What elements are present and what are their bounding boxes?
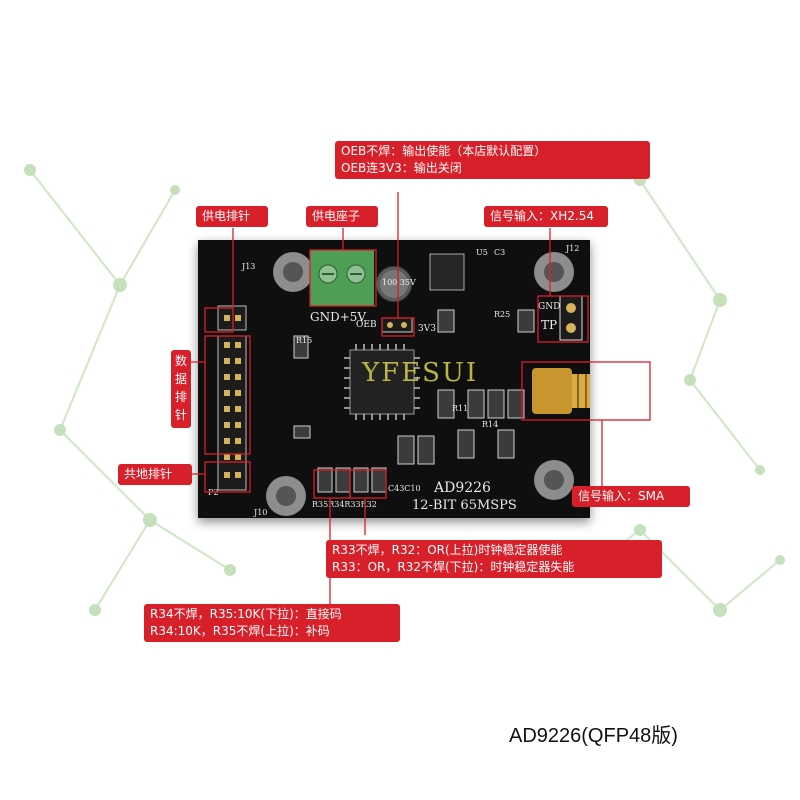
callout-gnd-header: 共地排针 [118,464,192,485]
callout-oeb-line2: OEB连3V3：输出关闭 [341,161,462,175]
callout-signal-sma: 信号输入：SMA [572,486,690,507]
silk-j10: J10 [254,508,268,517]
silk-u5: U5 [476,248,488,257]
product-caption: AD9226(QFP48版) [509,725,678,747]
silk-p2: P2 [208,488,219,497]
silk-resistor-labels: R35R34R33R32 [312,500,377,509]
adc-chip [344,344,420,420]
silk-gnd: GND [538,302,561,312]
pin-header-power [217,305,247,331]
callout-data-header: 数据排针 [171,350,191,428]
silk-oeb: OEB [356,320,377,330]
callout-power-header: 供电排针 [196,206,268,227]
silk-3v3: 3V3 [418,324,436,334]
sma-connector [532,368,600,414]
voltage-regulator [429,253,465,291]
silk-tp: TP [541,318,558,332]
silk-c3: C3 [494,248,506,257]
callout-oeb: OEB不焊：输出使能（本店默认配置） OEB连3V3：输出关闭 [335,141,650,179]
silk-r25: R25 [494,310,511,319]
silk-chip-spec: 12-BIT 65MSPS [412,498,517,513]
silk-r15: R15 [296,336,313,345]
silk-j13: J13 [242,262,256,271]
silk-j12: J12 [566,244,580,253]
callout-format: R34不焊，R35:10K(下拉)：直接码 R34:10K，R35不焊(上拉)：… [144,604,400,642]
callout-signal-xh: 信号输入：XH2.54 [484,206,608,227]
silk-r11: R11 [452,404,469,413]
power-terminal [310,250,374,306]
silk-chip-name: AD9226 [434,480,491,496]
callout-data-header-text: 数据排针 [174,354,187,422]
callout-clock: R33不焊，R32：OR(上拉)时钟稳定器使能 R33：OR，R32不焊(下拉)… [326,540,662,578]
callout-oeb-line1: OEB不焊：输出使能（本店默认配置） [341,144,547,158]
silk-gnd5v: GND+5V [310,310,367,324]
mounting-holes [266,252,574,516]
callout-clock-line2: R33：OR，R32不焊(下拉)：时钟稳定器失能 [332,560,575,574]
silk-cap: 100 35V [382,278,416,287]
oeb-jumper [381,317,413,333]
silk-c43c10: C43C10 [388,484,421,493]
pin-header-gnd [217,461,247,491]
callout-clock-line1: R33不焊，R32：OR(上拉)时钟稳定器使能 [332,543,563,557]
silk-r14: R14 [482,420,499,429]
callout-power-terminal: 供电座子 [306,206,378,227]
pin-header-data [217,335,247,471]
callout-format-line2: R34:10K，R35不焊(上拉)：补码 [150,624,330,638]
watermark: YFESUI [362,358,479,388]
callout-format-line1: R34不焊，R35:10K(下拉)：直接码 [150,607,342,621]
signal-header-xh [559,295,583,341]
